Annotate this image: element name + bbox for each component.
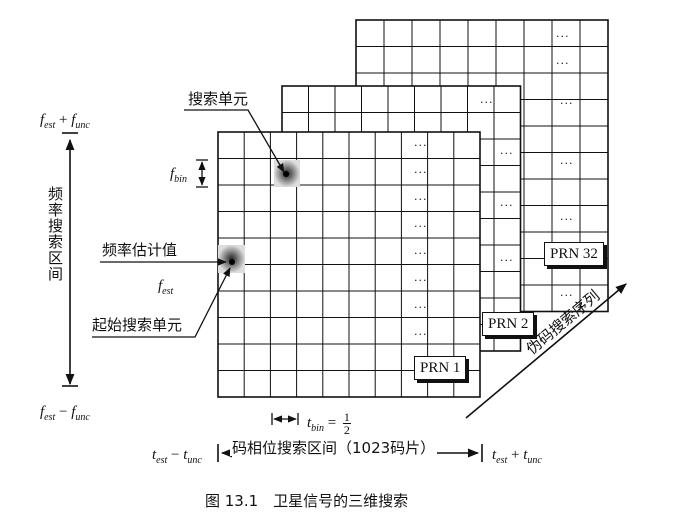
ellipsis: ··· bbox=[560, 97, 574, 110]
ellipsis: ··· bbox=[560, 157, 574, 170]
ellipsis: ··· bbox=[414, 166, 428, 179]
figure-caption: 图 13.1 卫星信号的三维搜索 bbox=[205, 492, 409, 510]
t-lower-label: test − tunc bbox=[152, 447, 202, 466]
ellipsis: ··· bbox=[414, 247, 428, 260]
f-lower-label: fest − func bbox=[40, 404, 90, 423]
search-cell-label: 搜索单元 bbox=[188, 90, 249, 108]
ellipsis: ··· bbox=[414, 328, 428, 341]
ellipsis: ··· bbox=[414, 139, 428, 152]
ellipsis: ··· bbox=[414, 220, 428, 233]
search-cell-leader bbox=[184, 109, 285, 173]
freq-estimate-label: 频率估计值 bbox=[102, 241, 178, 259]
f-est-label: fest bbox=[158, 278, 174, 297]
start-search-cell-label: 起始搜索单元 bbox=[92, 316, 183, 334]
code-phase-interval-label: 码相位搜索区间（1023码片） bbox=[230, 439, 438, 457]
ellipsis: ··· bbox=[414, 274, 428, 287]
start-cell-highlight bbox=[218, 245, 245, 273]
ellipsis: ··· bbox=[556, 30, 570, 43]
ellipsis: ··· bbox=[500, 254, 514, 267]
freq-search-interval-label: 频率搜索区间 bbox=[46, 186, 64, 282]
ellipsis: ··· bbox=[414, 301, 428, 314]
ellipsis: ··· bbox=[560, 213, 574, 226]
f-upper-label: fest + func bbox=[40, 112, 90, 131]
start-cell-dot bbox=[229, 259, 235, 265]
prn-sequence-arrow bbox=[465, 283, 627, 419]
start-cell-leader bbox=[92, 267, 231, 338]
prn32-label: PRN 32 bbox=[544, 242, 604, 266]
ellipsis: ··· bbox=[414, 193, 428, 206]
t-upper-label: test + tunc bbox=[492, 447, 542, 466]
prn1-label: PRN 1 bbox=[414, 356, 467, 380]
ellipsis: ··· bbox=[500, 147, 514, 160]
f-bin-label: fbin bbox=[170, 166, 187, 185]
ellipsis: ··· bbox=[556, 57, 570, 70]
ellipsis: ··· bbox=[500, 199, 514, 212]
ellipsis: ··· bbox=[480, 96, 494, 109]
prn2-label: PRN 2 bbox=[482, 312, 535, 336]
ellipsis: ··· bbox=[560, 289, 574, 302]
search-cell-dot bbox=[283, 171, 289, 177]
